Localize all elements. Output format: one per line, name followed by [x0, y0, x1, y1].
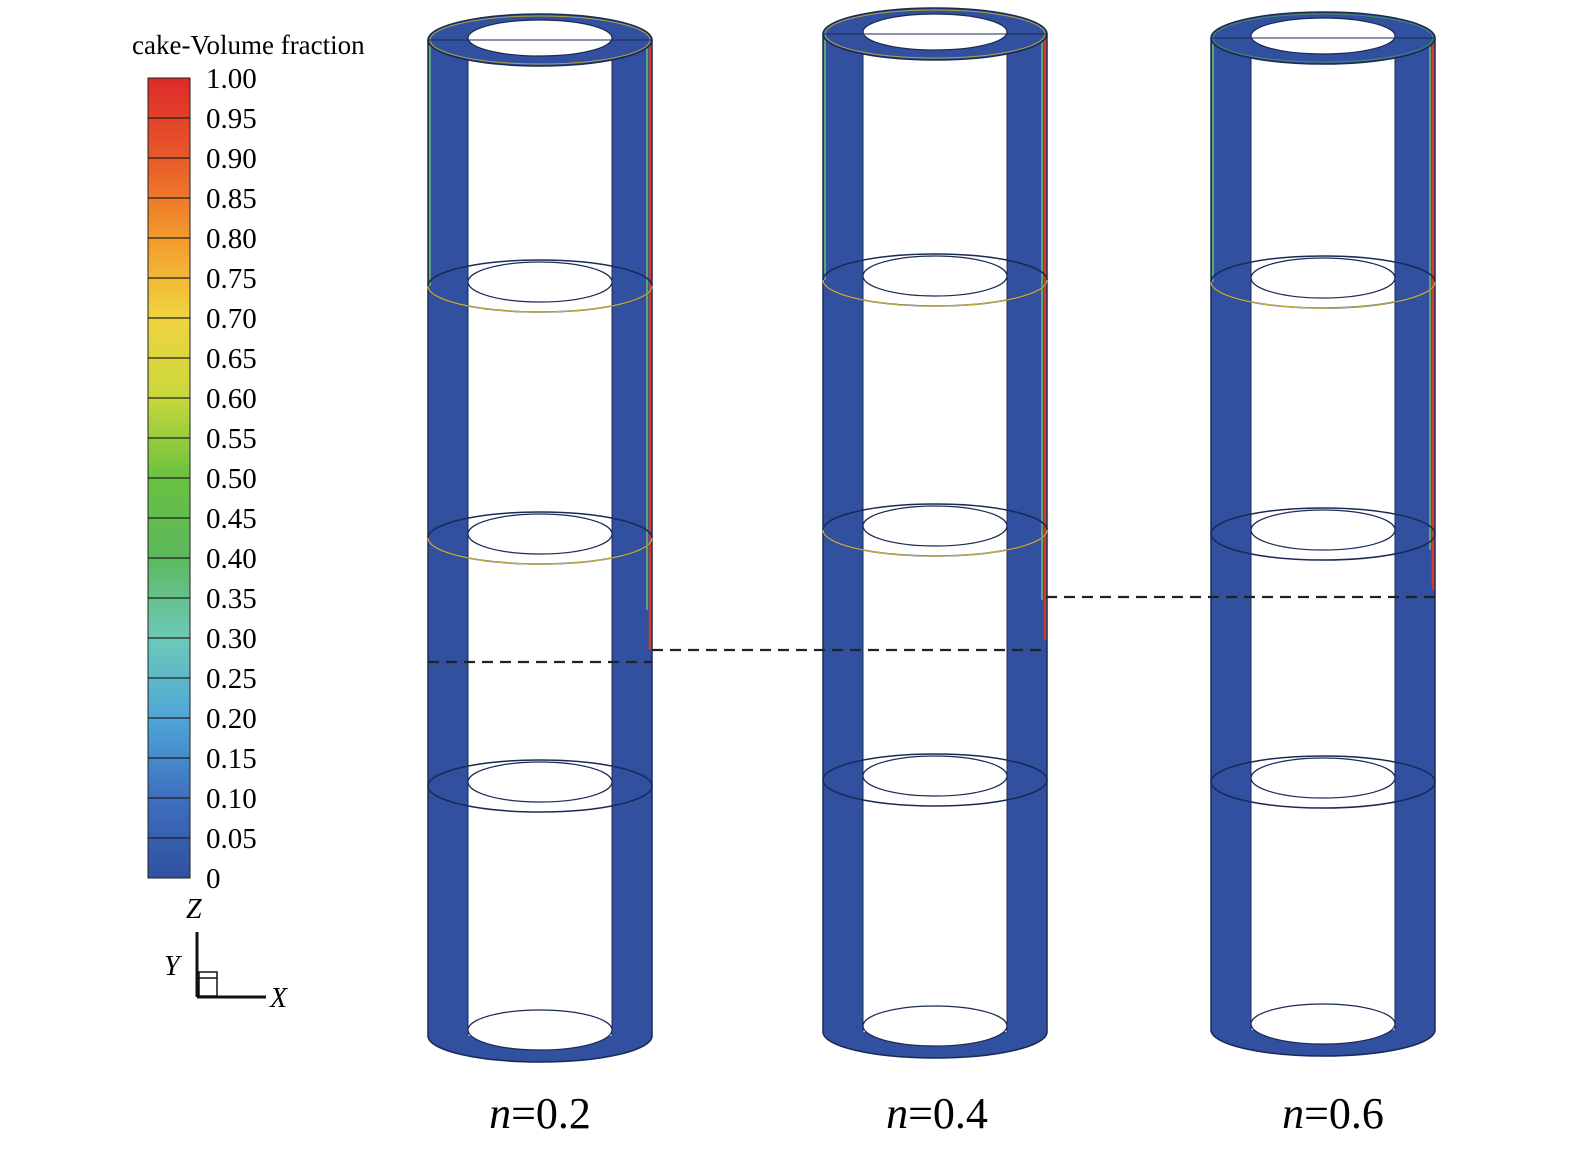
colorbar-tick-label: 0	[206, 863, 221, 895]
colorbar-tick-label: 0.55	[206, 423, 257, 455]
colorbar-tick-label: 0.95	[206, 103, 257, 135]
colorbar-tick-label: 0.50	[206, 463, 257, 495]
colorbar-ticks	[148, 117, 190, 839]
colorbar-tick-label: 0.05	[206, 823, 257, 855]
colorbar-tick-label: 0.25	[206, 663, 257, 695]
caption-panel-1: n=0.2	[489, 1089, 591, 1138]
caption-panel-2: n=0.4	[886, 1089, 988, 1138]
cylinder-2	[822, 7, 1048, 1059]
colorbar-legend: cake-Volume fraction 0 0.05 0.10 0.15 0.20 0.…	[132, 30, 365, 895]
cylinders	[427, 7, 1436, 1063]
segment-ring-highlight	[427, 285, 653, 313]
cylinder-top-hole	[467, 19, 613, 57]
segment-ring-hole	[467, 513, 613, 555]
colorbar-tick-label: 0.15	[206, 743, 257, 775]
segment-ring-highlight	[822, 279, 1048, 307]
segment-ring-hole	[1250, 509, 1396, 551]
colorbar-tick-label: 0.60	[206, 383, 257, 415]
colorbar-tick-label: 0.30	[206, 623, 257, 655]
segment-ring-hole	[1250, 757, 1396, 799]
axes-triad: Z Y X	[164, 894, 288, 1014]
colorbar-tick-label: 0.70	[206, 303, 257, 335]
colorbar-tick-label: 0.45	[206, 503, 257, 535]
segment-ring-hole	[862, 755, 1008, 797]
colorbar-tick-label: 1.00	[206, 63, 257, 95]
segment-ring	[1210, 507, 1436, 561]
y-axis-box	[198, 971, 218, 997]
segment-ring	[822, 753, 1048, 807]
cylinder-top-hole	[862, 13, 1008, 51]
colorbar-tick-label: 0.65	[206, 343, 257, 375]
legend-title: cake-Volume fraction	[132, 30, 365, 60]
cylinder-3	[1210, 11, 1436, 1057]
colorbar-tick-label: 0.40	[206, 543, 257, 575]
caption-panel-3: n=0.6	[1282, 1089, 1384, 1138]
colorbar-tick-label: 0.90	[206, 143, 257, 175]
colorbar-tick-label: 0.75	[206, 263, 257, 295]
y-axis-label: Y	[164, 951, 183, 982]
colorbar-tick-label: 0.20	[206, 703, 257, 735]
cylinder-1	[427, 13, 653, 1063]
interface-lines	[428, 595, 1436, 664]
segment-ring-hole	[467, 761, 613, 803]
segment-ring-hole	[467, 261, 613, 303]
cylinder-bottom-hole	[862, 1005, 1008, 1047]
z-axis-label: Z	[186, 894, 202, 925]
cylinder-top-hole	[1250, 17, 1396, 55]
segment-ring-hole	[862, 255, 1008, 297]
segment-ring-highlight	[1210, 281, 1436, 309]
colorbar-tick-label: 0.35	[206, 583, 257, 615]
segment-ring-hole	[1250, 257, 1396, 299]
x-axis-label: X	[269, 983, 288, 1014]
segment-ring	[1210, 755, 1436, 809]
colorbar-tick-label: 0.80	[206, 223, 257, 255]
segment-ring-highlight	[427, 537, 653, 565]
cylinder-bottom-hole	[467, 1009, 613, 1051]
colorbar-tick-label: 0.85	[206, 183, 257, 215]
segment-ring-hole	[862, 505, 1008, 547]
colorbar-tick-label: 0.10	[206, 783, 257, 815]
segment-ring-highlight	[822, 529, 1048, 557]
cylinder-bottom-hole	[1250, 1003, 1396, 1045]
colorbar-labels: 0 0.05 0.10 0.15 0.20 0.25 0.30 0.35 0.40 0.45 0.5…	[206, 63, 257, 895]
segment-ring	[427, 759, 653, 813]
